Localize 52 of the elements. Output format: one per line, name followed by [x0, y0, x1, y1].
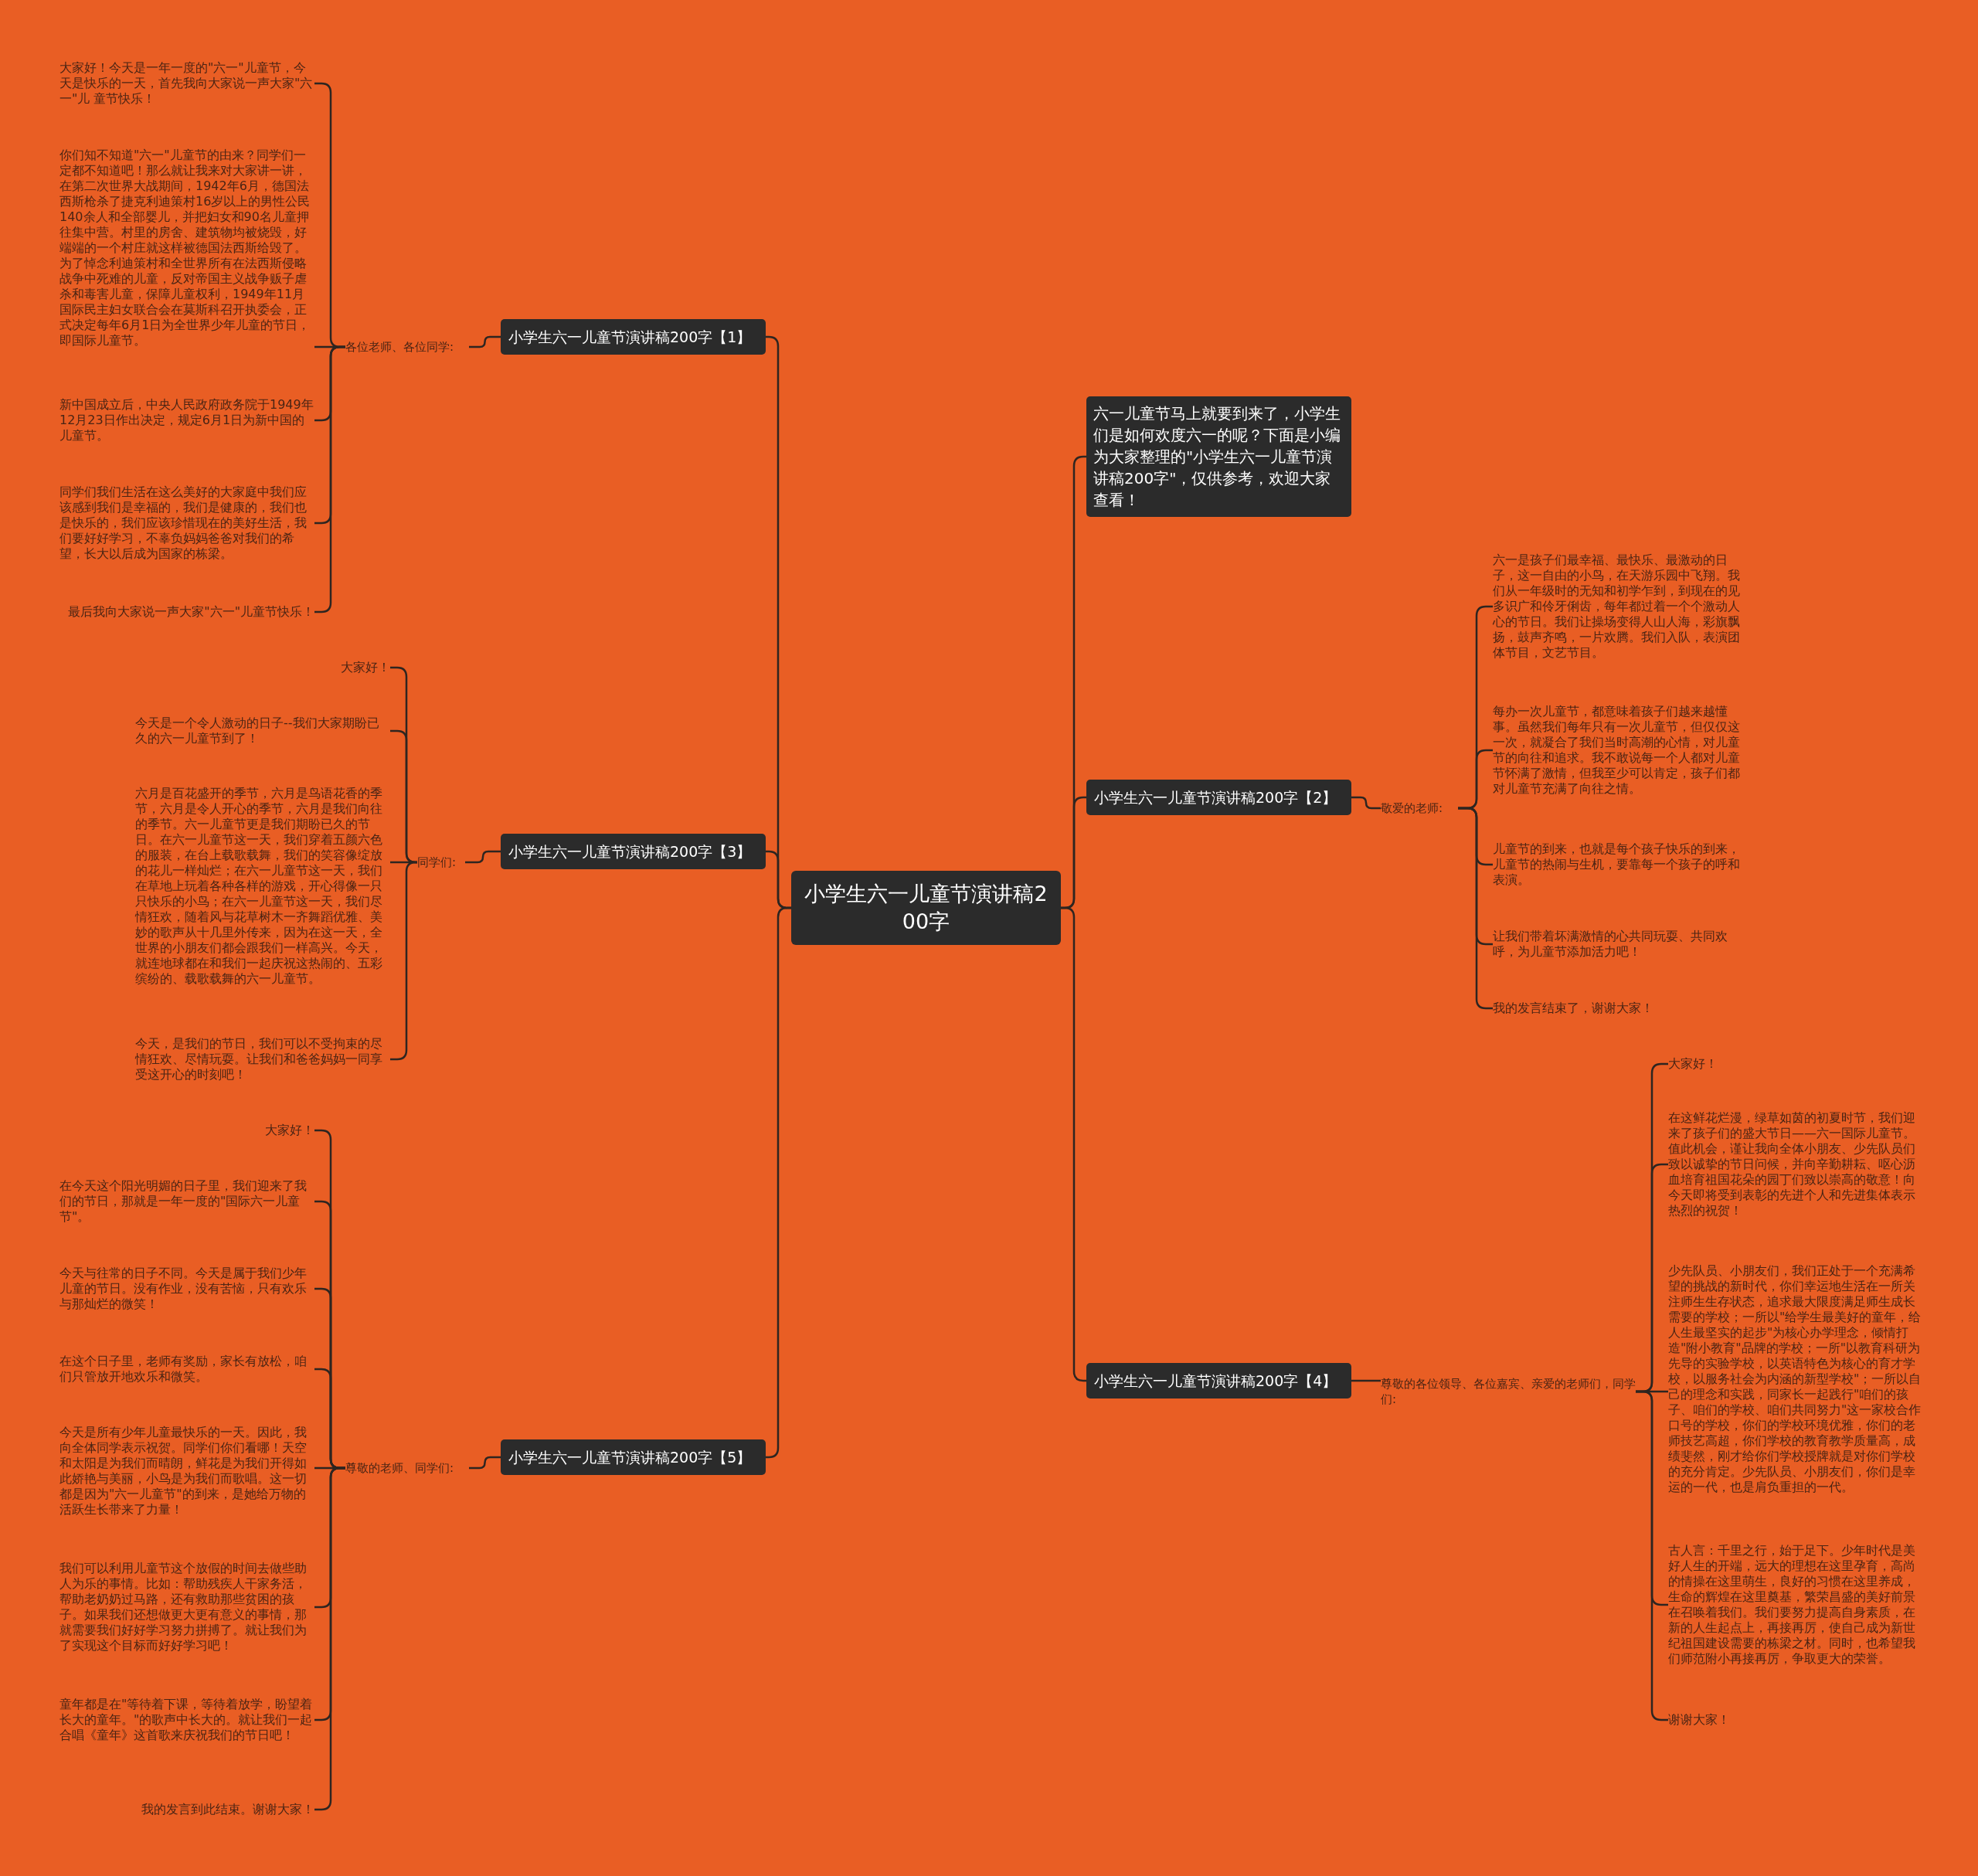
speech-paragraph: 我的发言结束了，谢谢大家！ — [1493, 1001, 1748, 1016]
speech-paragraph: 我们可以利用儿童节这个放假的时间去做些助人为乐的事情。比如：帮助残疾人干家务活，帮助老奶奶过马路，还有救助那些贫困的孩子。如果我们还想做更大更有意义的事情，那就需要我们好好学习努力拼搏了。就让我们为了实现这个目标而好好学习吧！ — [59, 1561, 314, 1653]
connector-line — [1351, 1379, 1381, 1382]
topic-text: 小学生六一儿童节演讲稿200字【3】 — [508, 842, 753, 862]
greeting-label: 尊敬的老师、同学们: — [345, 1460, 469, 1476]
speech-paragraph: 你们知不知道"六一"儿童节的由来？同学们一定都不知道吧！那么就让我来对大家讲一讲，在第二次世界大战期间，1942年6月，德国法西斯枪杀了捷克利迪策村16岁以上的男性公民140余人和全部婴儿，并把妇女和90名儿童押往集中营。村里的房舍、建筑物均被烧毁，好端端的一个村庄就这样被德国法西斯给毁了。为了悼念利迪策村和全世界所有在法西斯侵略战争中死难的儿童，反对帝国主义战争贩子虐杀和毒害儿童，保障儿童权利，1949年11月国际民主妇女联合会在莫斯科召开执委会，正式决定每年6月1日为全世界少年儿童的节日，即国际儿童节。 — [59, 148, 314, 348]
topic-text: 小学生六一儿童节演讲稿200字【2】 — [1094, 788, 1338, 807]
topic-text: 小学生六一儿童节演讲稿200字【1】 — [508, 328, 753, 347]
speech-paragraph: 在今天这个阳光明媚的日子里，我们迎来了我们的节日，那就是一年一度的"国际六一儿童节"。 — [59, 1178, 314, 1225]
speech-paragraph: 童年都是在"等待着下课，等待着放学，盼望着长大的童年。"的歌声中长大的。就让我们一起合唱《童年》这首歌来庆祝我们的节日吧！ — [59, 1697, 314, 1743]
topic-box — [501, 1439, 766, 1475]
topic-text: 小学生六一儿童节演讲稿200字【5】 — [508, 1448, 753, 1467]
topic-text: 小学生六一儿童节演讲稿200字【4】 — [1094, 1371, 1338, 1391]
intro-text: 六一儿童节马上就要到来了，小学生们是如何欢度六一的呢？下面是小编为大家整理的"小学生六一儿童节演讲稿200字"，仅供参考，欢迎大家查看！ — [1093, 403, 1341, 511]
speech-paragraph: 大家好！ — [59, 1123, 314, 1138]
speech-paragraph: 同学们我们生活在这么美好的大家庭中我们应该感到我们是幸福的，我们是健康的，我们也是快乐的，我们应该珍惜现在的美好生活，我们要好好学习，不辜负妈妈爸爸对我们的希望，长大以后成为国家的栋梁。 — [59, 484, 314, 562]
speech-paragraph: 谢谢大家！ — [1668, 1712, 1923, 1728]
central-topic-text: 小学生六一儿童节演讲稿200字 — [804, 881, 1048, 935]
speech-paragraph: 在这鲜花烂漫，绿草如茵的初夏时节，我们迎来了孩子们的盛大节日——六一国际儿童节。值此机会，谨让我向全体小朋友、少先队员们致以诚挚的节日问候，并向辛勤耕耘、呕心沥血培育祖国花朵的园丁们致以崇高的敬意！向今天即将受到表彰的先进个人和先进集体表示热烈的祝贺！ — [1668, 1110, 1923, 1218]
speech-paragraph: 大家好！ — [135, 660, 390, 675]
speech-paragraph: 我的发言到此结束。谢谢大家！ — [59, 1802, 314, 1817]
speech-paragraph: 最后我向大家说一声大家"六一"儿童节快乐！ — [59, 604, 314, 620]
speech-paragraph: 今天与往常的日子不同。今天是属于我们少年儿童的节日。没有作业，没有苦恼，只有欢乐与那灿烂的微笑！ — [59, 1266, 314, 1312]
central-topic-box — [791, 871, 1061, 945]
topic-box — [1086, 1363, 1351, 1399]
connector-line — [1351, 796, 1381, 810]
speech-paragraph: 六一是孩子们最幸福、最快乐、最激动的日子，这一自由的小鸟，在天游乐园中飞翔。我们从一年级时的无知和初学乍到，到现在的见多识广和伶牙俐齿，每年都过着一个个激动人心的节日。我们让操场变得人山人海，彩旗飘扬，鼓声齐鸣，一片欢腾。我们入队，表演团体节目，文艺节目。 — [1493, 552, 1748, 661]
greeting-label: 各位老师、各位同学: — [345, 339, 469, 355]
intro-box — [1086, 396, 1351, 517]
speech-paragraph: 今天，是我们的节日，我们可以不受拘束的尽情狂欢、尽情玩耍。让我们和爸爸妈妈一同享受这开心的时刻吧！ — [135, 1036, 390, 1082]
greeting-label: 同学们: — [417, 855, 465, 870]
greeting-label: 敬爱的老师: — [1381, 800, 1458, 816]
connector-line — [765, 906, 792, 1459]
greeting-label: 尊敬的各位领导、各位嘉宾、亲爱的老师们，同学们: — [1381, 1376, 1636, 1407]
topic-box — [1086, 780, 1351, 815]
speech-paragraph: 儿童节的到来，也就是每个孩子快乐的到来，儿童节的热闹与生机，要靠每一个孩子的呼和表演。 — [1493, 841, 1748, 888]
speech-paragraph: 今天是所有少年儿童最快乐的一天。因此，我向全体同学表示祝贺。同学们你们看哪！天空和太阳是为我们而晴朗，鲜花是为我们开得如此娇艳与美丽，小鸟是为我们而歌唱。这一切都是因为"六一儿童节"的到来，是她给万物的活跃生长带来了力量！ — [59, 1425, 314, 1517]
topic-box — [501, 834, 766, 869]
speech-paragraph: 今天是一个令人激动的日子--我们大家期盼已久的六一儿童节到了！ — [135, 715, 390, 746]
speech-paragraph: 新中国成立后，中央人民政府政务院于1949年12月23日作出决定，规定6月1日为新中国的儿童节。 — [59, 397, 314, 444]
speech-paragraph: 让我们带着坏满激情的心共同玩耍、共同欢呼，为儿童节添加活力吧！ — [1493, 929, 1748, 960]
connector-line — [469, 1456, 501, 1470]
speech-paragraph: 大家好！今天是一年一度的"六一"儿童节，今天是快乐的一天，首先我向大家说一声大家"六一"儿 童节快乐！ — [59, 60, 314, 107]
speech-paragraph: 少先队员、小朋友们，我们正处于一个充满希望的挑战的新时代，你们幸运地生活在一所关注师生生存状态，追求最大限度满足师生成长需要的学校；一所以"给学生最美好的童年，给人生最坚实的起步"为核心办学理念，倾情打造"附小教育"品牌的学校；一所"以教育科研为先导的实验学校，以英语特色为核心的育才学校，以服务社会为内涵的新型学校"；一所以自己的理念和实践，同家长一起践行"咱们的孩子、咱们的学校、咱们共同努力"这一家校合作口号的学校，你们的学校环境优雅，你们的老师技艺高超，你们学校的教育教学质量高，成绩斐然，刚才给你们学校授牌就是对你们学校的充分肯定。少先队员、小朋友们，你们是幸运的一代，也是肩负重担的一代。 — [1668, 1263, 1923, 1495]
speech-paragraph: 每办一次儿童节，都意味着孩子们越来越懂事。虽然我们每年只有一次儿童节，但仅仅这一次，就凝合了我们当时高潮的心情，对儿童节的向往和追求。我不敢说每一个人都对儿童节怀满了激情，但我至少可以肯定，孩子们都对儿童节充满了向往之情。 — [1493, 704, 1748, 797]
speech-paragraph: 六月是百花盛开的季节，六月是鸟语花香的季节，六月是令人开心的季节，六月是我们向往的季节。六一儿童节更是我们期盼已久的节日。在六一儿童节这一天，我们穿着五颜六色的服装，在台上载歌载舞，我们的笑容像绽放的花儿一样灿烂；在六一儿童节这一天，我们在草地上玩着各种各样的游戏，开心得像一只只快乐的小鸟；在六一儿童节这一天，我们尽情狂欢，随着风与花草树木一齐舞蹈优雅、美妙的歌声从十几里外传来，因为在这一天，全世界的小朋友们都会跟我们一样高兴。今天，就连地球都在和我们一起庆祝这热闹的、五彩缤纷的、载歌载舞的六一儿童节。 — [135, 786, 390, 987]
topic-box — [501, 319, 766, 355]
connector-line — [469, 335, 501, 348]
speech-paragraph: 大家好！ — [1668, 1056, 1923, 1072]
connector-line — [465, 850, 501, 864]
speech-paragraph: 在这个日子里，老师有奖励，家长有放松，咱们只管放开地欢乐和微笑。 — [59, 1354, 314, 1385]
speech-paragraph: 古人言：千里之行，始于足下。少年时代是美好人生的开端，远大的理想在这里孕育，高尚的情操在这里萌生，良好的习惯在这里养成，生命的辉煌在这里奠基，繁荣昌盛的美好前景在召唤着我们。我们要努力提高自身素质，在新的人生起点上，再接再厉，使自己成为新世纪祖国建设需要的栋梁之材。同时，也希望我们师范附小再接再厉，争取更大的荣誉。 — [1668, 1543, 1923, 1667]
